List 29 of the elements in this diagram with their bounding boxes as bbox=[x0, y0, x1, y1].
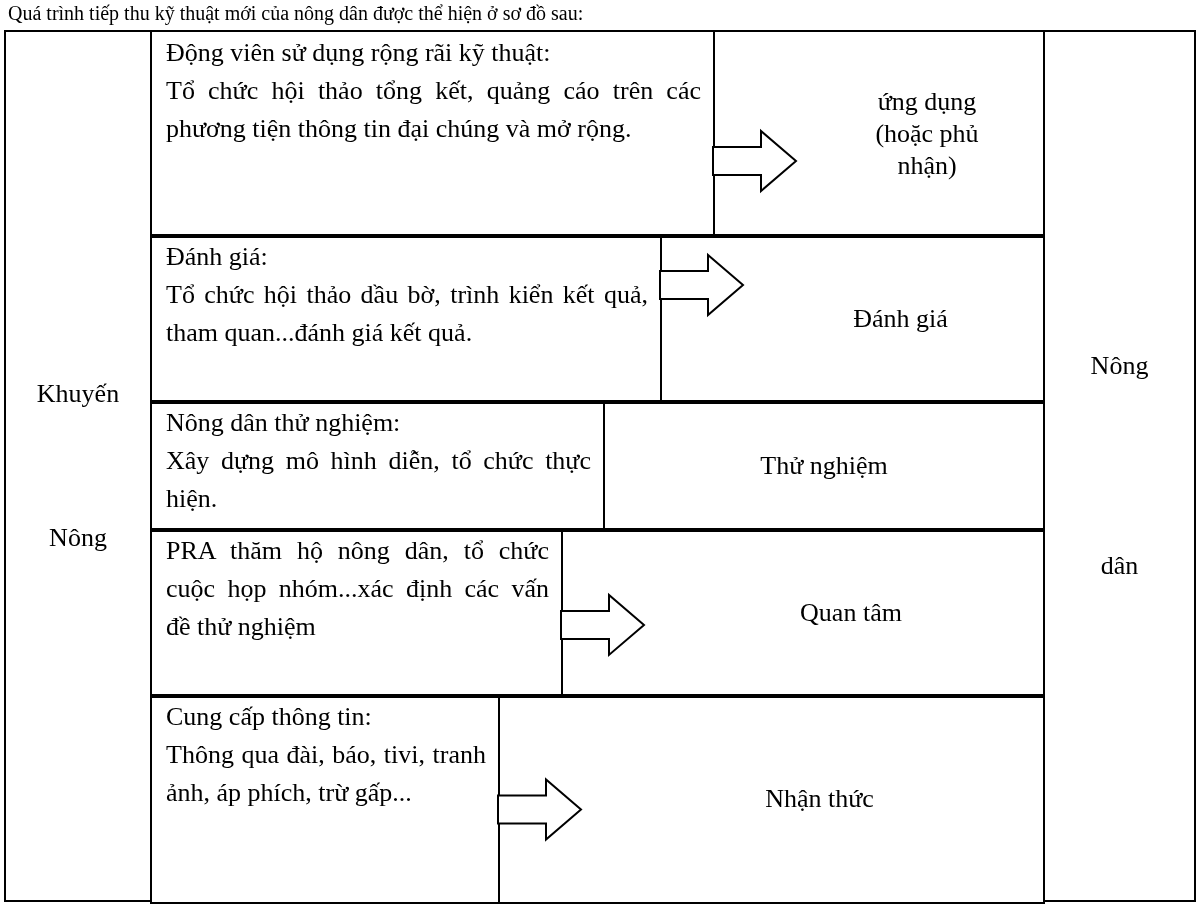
block-arrow bbox=[659, 252, 745, 318]
block-arrow bbox=[497, 777, 583, 842]
table-cell bbox=[150, 30, 715, 238]
table-cell bbox=[4, 30, 152, 902]
step-heading: Động viên sử dụng rộng rãi kỹ thuật: bbox=[166, 37, 552, 69]
table-cell bbox=[1043, 30, 1196, 902]
stage-label: ứng dụng (hoặc phủ nhận) bbox=[874, 86, 980, 182]
block-arrow bbox=[712, 128, 798, 194]
stage-label: Đánh giá bbox=[853, 303, 948, 335]
title: Quá trình tiếp thu kỹ thuật mới của nông dân được thể hiện ở sơ đồ sau: bbox=[8, 2, 584, 25]
step-description: Thông qua đài, báo, tivi, tranh ảnh, áp phích, trừ gấp... bbox=[166, 739, 486, 809]
stage-label: Nhận thức bbox=[765, 783, 874, 815]
table-cell bbox=[603, 400, 1045, 532]
step-heading: Cung cấp thông tin: bbox=[166, 701, 373, 733]
step-description: Tổ chức hội thảo tổng kết, quảng cáo trên các phương tiện thông tin đại chúng và mở rộng. bbox=[166, 75, 701, 145]
step-description: Tổ chức hội thảo dầu bờ, trình kiển kết quả, tham quan...đánh giá kết quả. bbox=[166, 279, 648, 349]
side-label: Nông dân bbox=[1089, 350, 1150, 582]
step-heading: Đánh giá: bbox=[166, 241, 269, 273]
step-description: Xây dựng mô hình diễn, tổ chức thực hiện. bbox=[166, 445, 591, 515]
table-cell bbox=[150, 694, 500, 904]
table-cell bbox=[150, 234, 662, 404]
table-cell bbox=[150, 400, 605, 532]
table-cell bbox=[150, 528, 563, 698]
side-label: Khuyến Nông bbox=[35, 378, 121, 554]
step-heading: Nông dân thử nghiệm: bbox=[166, 407, 402, 439]
stage-label: Thử nghiệm bbox=[760, 450, 888, 482]
block-arrow bbox=[560, 592, 646, 658]
stage-label: Quan tâm bbox=[800, 597, 902, 629]
step-description: PRA thăm hộ nông dân, tổ chức cuộc họp nhóm...xác định các vấn đề thử nghiệm bbox=[166, 535, 549, 643]
